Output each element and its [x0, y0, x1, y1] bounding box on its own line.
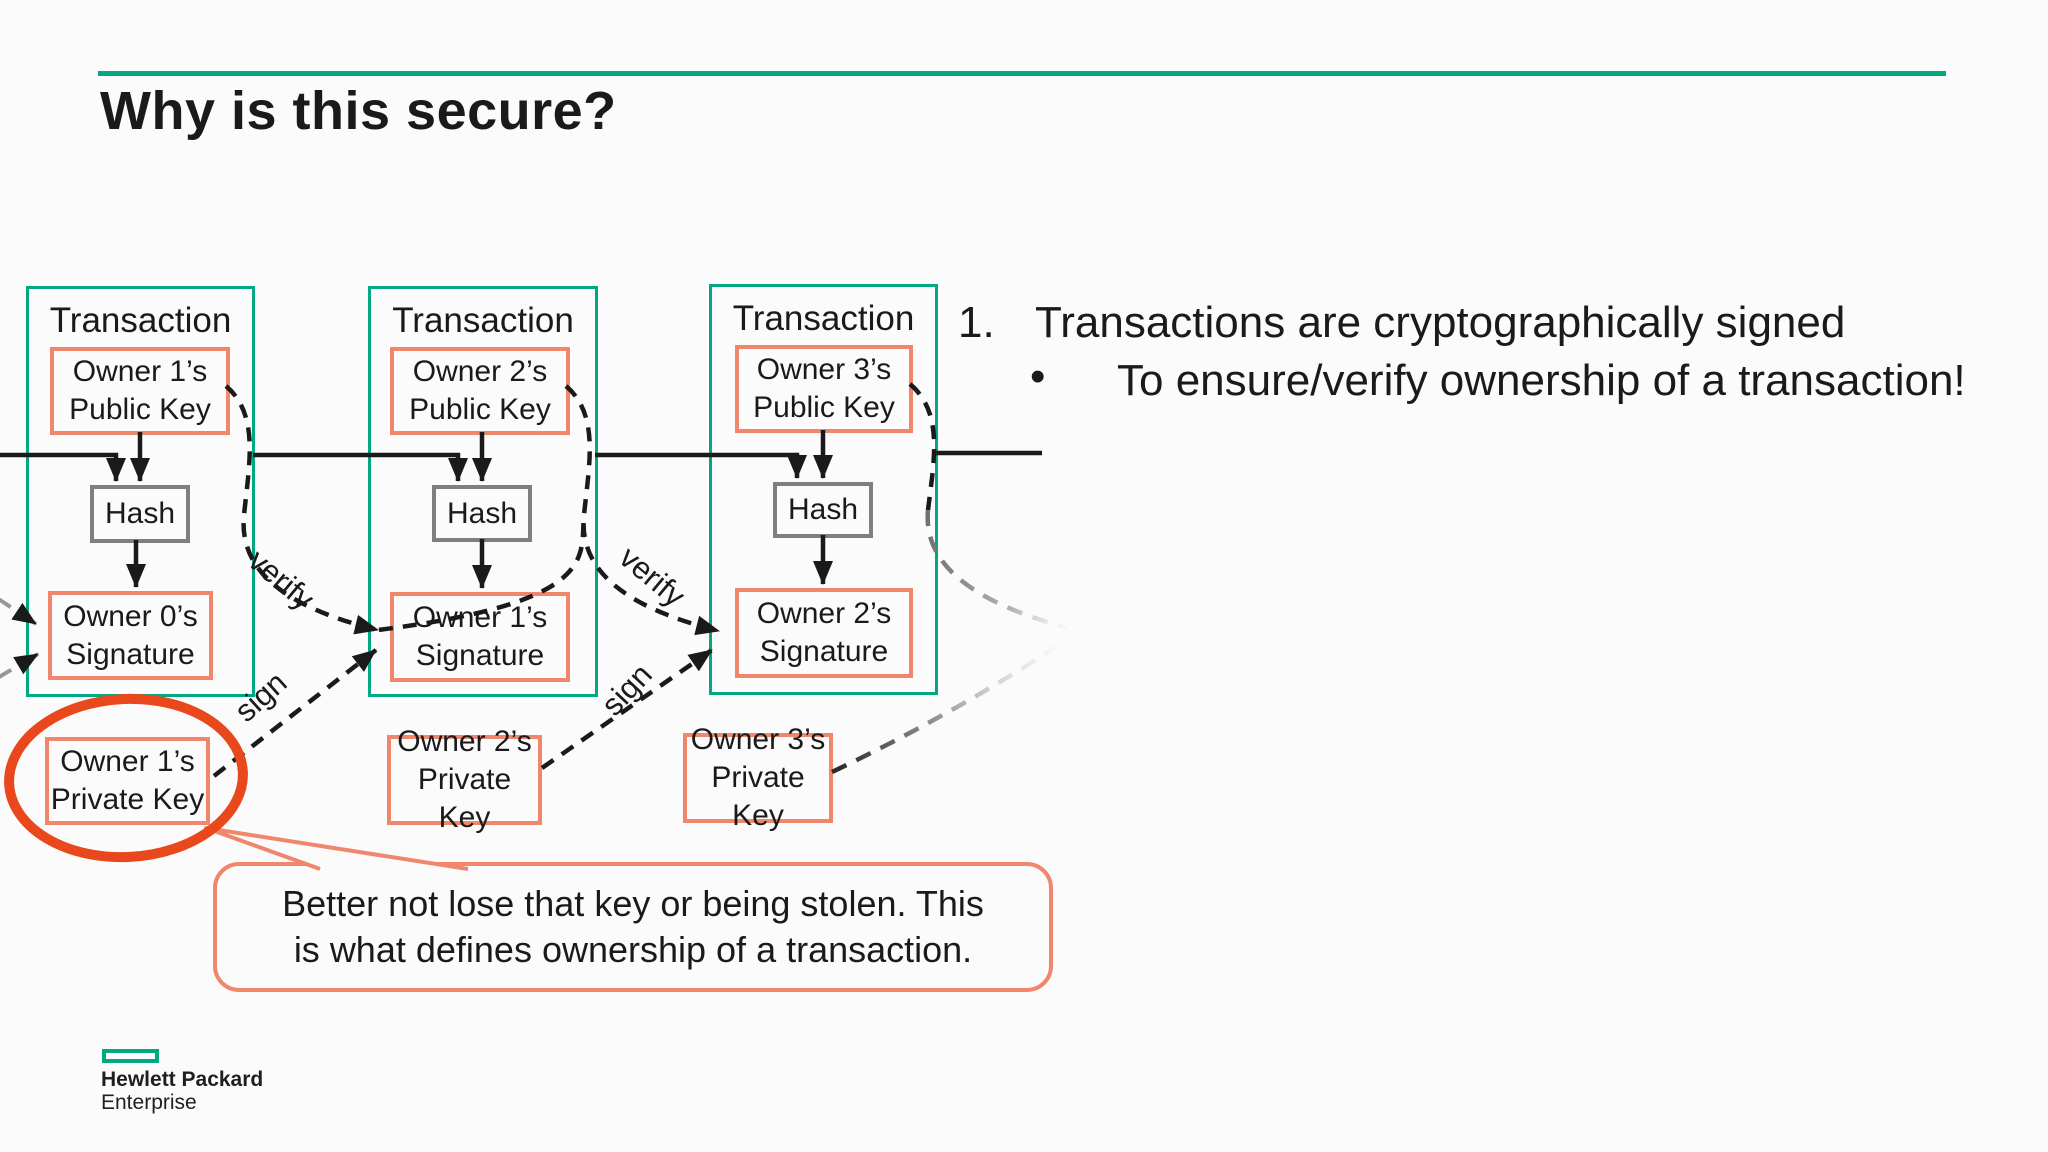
- transaction-title: Transaction: [392, 301, 574, 340]
- private-key-line2: Private Key: [711, 761, 805, 832]
- signature-line1: Owner 0’s: [63, 599, 198, 633]
- public-key-line2: Public Key: [69, 393, 211, 426]
- hash-label: Hash: [446, 496, 518, 530]
- hash-box-2: Hash: [432, 485, 532, 542]
- public-key-line2: Public Key: [753, 391, 895, 424]
- signature-line2: Signature: [415, 639, 545, 672]
- callout-bubble: Better not lose that key or being stolen…: [213, 862, 1053, 992]
- private-key-line1: Owner 1’s: [60, 745, 195, 778]
- hash-box-1: Hash: [90, 485, 190, 543]
- hash-box-3: Hash: [773, 482, 873, 538]
- private-key-line1: Owner 3’s: [690, 723, 826, 756]
- signature-line2: Signature: [759, 635, 889, 668]
- signature-box-1: Owner 0’s Signature: [48, 591, 213, 680]
- private-key-box-2: Owner 2’s Private Key: [387, 725, 542, 834]
- sign-label: sign: [594, 656, 659, 723]
- public-key-box-1: Owner 1’s Public Key: [50, 347, 230, 435]
- signature-line1: Owner 1’s: [412, 601, 548, 634]
- note-bullet-icon: •: [1030, 352, 1046, 401]
- hash-label: Hash: [104, 497, 176, 530]
- signature-box-3: Owner 2’s Signature: [735, 588, 913, 678]
- hash-label: Hash: [787, 493, 859, 526]
- transaction-title: Transaction: [732, 299, 915, 338]
- private-key-line2: Private Key: [50, 783, 205, 816]
- signature-line1: Owner 2’s: [756, 597, 892, 630]
- logo-enterprise-label: Enterprise: [101, 1091, 197, 1114]
- verify-label: verify: [612, 539, 692, 614]
- signature-line2: Signature: [66, 637, 195, 671]
- public-key-box-2: Owner 2’s Public Key: [390, 347, 570, 435]
- public-key-box-3: Owner 3’s Public Key: [735, 345, 913, 433]
- private-key-line2: Private Key: [417, 763, 512, 834]
- logo-company-name: Hewlett Packard: [101, 1068, 264, 1091]
- private-key-line1: Owner 2’s: [397, 725, 532, 758]
- public-key-line1: Owner 1’s: [72, 355, 208, 388]
- transaction-title: Transaction: [49, 301, 232, 340]
- private-key-box-1: Owner 1’s Private Key: [45, 737, 210, 825]
- public-key-line1: Owner 3’s: [756, 353, 892, 386]
- callout-text-line2: is what defines ownership of a transacti…: [293, 929, 973, 970]
- page-title: Why is this secure?: [100, 81, 617, 141]
- public-key-line1: Owner 2’s: [412, 355, 548, 388]
- private-key-box-3: Owner 3’s Private Key: [683, 723, 833, 832]
- note-subpoint: To ensure/verify ownership of a transact…: [1117, 356, 1966, 405]
- note-point: Transactions are cryptographically signe…: [1035, 298, 1846, 347]
- public-key-line2: Public Key: [409, 393, 551, 426]
- note-number: 1.: [958, 298, 995, 347]
- verify-curve-3-fading: [925, 509, 1069, 631]
- callout-text-line1: Better not lose that key or being stolen…: [282, 883, 984, 924]
- signature-box-2: Owner 1’s Signature: [390, 592, 570, 682]
- title-accent-rule: [98, 71, 1946, 76]
- hpe-logo-icon: [102, 1049, 159, 1063]
